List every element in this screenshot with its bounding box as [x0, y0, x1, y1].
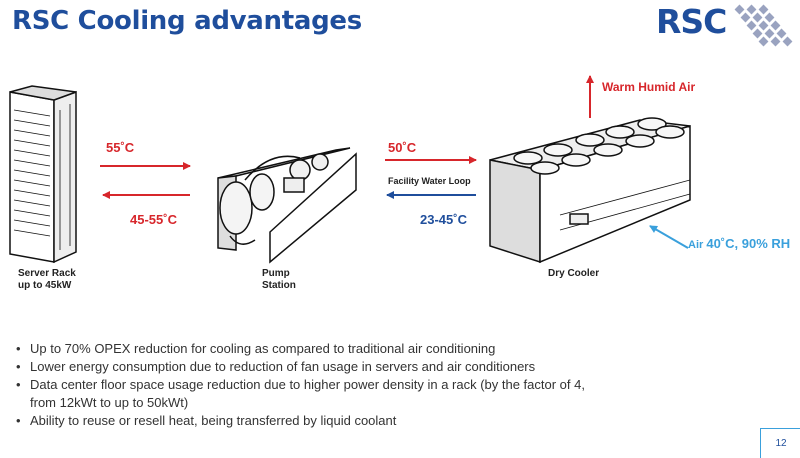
intake-air-arrow: [649, 225, 689, 249]
facility-loop-label: Facility Water Loop: [388, 176, 471, 186]
page-number: 12: [760, 428, 800, 458]
server-rack-illustration: [9, 85, 77, 264]
pump-station-illustration: [217, 147, 357, 264]
list-item: Data center floor space usage reduction …: [16, 376, 585, 394]
warm-air-label: Warm Humid Air: [602, 80, 696, 94]
rsc-logo: RSC: [656, 2, 727, 41]
logo-diamond-pattern-icon: [734, 4, 793, 47]
list-item: Up to 70% OPEX reduction for cooling as …: [16, 340, 585, 358]
server-rack-label: Server Rack up to 45kW: [18, 268, 76, 291]
facility-hot-temp: 50˚C: [388, 140, 417, 155]
dry-cooler-label: Dry Cooler: [548, 268, 600, 279]
pump-station-label: Pump Station: [262, 268, 296, 291]
cooling-diagram: [9, 75, 691, 264]
list-item-continuation: from 12kWt to up to 50kWt): [30, 395, 189, 410]
advantages-list: Up to 70% OPEX reduction for cooling as …: [16, 340, 585, 430]
facility-return-temp: 23-45˚C: [420, 212, 467, 227]
rack-hot-temp: 55˚C: [106, 140, 135, 155]
rack-return-temp: 45-55˚C: [130, 212, 177, 227]
list-item: Lower energy consumption due to reductio…: [16, 358, 585, 376]
intake-air-label: Air 40˚C, 90% RH: [688, 236, 790, 251]
list-item: Ability to reuse or resell heat, being t…: [16, 412, 585, 430]
air-value: 40˚C, 90% RH: [706, 236, 791, 251]
air-prefix: Air: [688, 239, 704, 251]
slide-title: RSC Cooling advantages: [12, 6, 362, 36]
dry-cooler-illustration: [489, 117, 691, 264]
